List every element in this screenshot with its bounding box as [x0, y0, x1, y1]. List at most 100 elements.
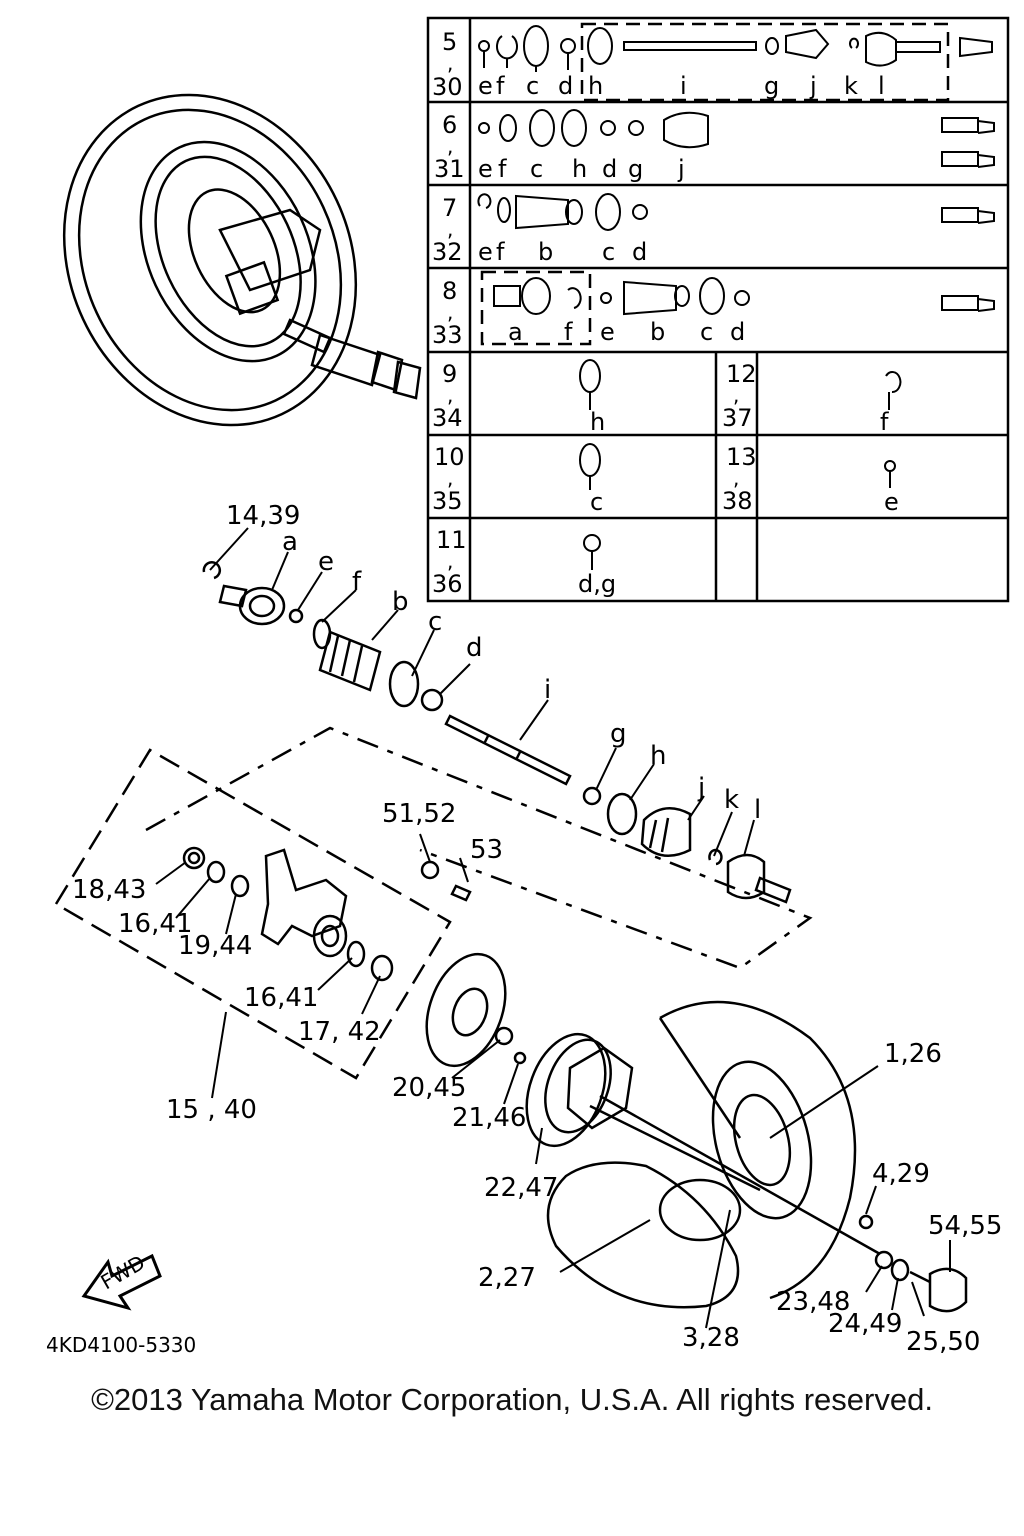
part-letter: h	[588, 72, 603, 100]
row-key-35: 35	[432, 487, 463, 515]
part-letter: f	[880, 408, 889, 436]
callout-19-44: 19,44	[178, 931, 252, 961]
callout-54-55: 54,55	[928, 1211, 1002, 1241]
part-letter: c	[530, 155, 543, 183]
part-letter: g	[764, 72, 779, 100]
part-letter: l	[878, 72, 885, 100]
part-letter: d	[730, 318, 745, 346]
part-letter: k	[844, 72, 858, 100]
row-key-8: 8	[442, 277, 457, 305]
row-key-34: 34	[432, 404, 463, 432]
callout-l: l	[754, 795, 761, 825]
callout-21-46: 21,46	[452, 1103, 526, 1133]
row-key-7: 7	[442, 194, 457, 222]
callout-j: j	[697, 773, 705, 803]
row-key-33: 33	[432, 321, 463, 349]
callout-23-48: 23,48	[776, 1287, 850, 1317]
brake-disc-hub	[425, 952, 881, 1256]
row-key-32: 32	[432, 238, 463, 266]
row-key-12: 12	[726, 360, 757, 388]
diagram-code: 4KD4100-5330	[46, 1333, 196, 1357]
leader-lines	[155, 527, 951, 1329]
part-letter: g	[628, 155, 643, 183]
row-key-comma: ,	[447, 134, 453, 158]
row-key-36: 36	[432, 570, 463, 598]
callout-4-29: 4,29	[872, 1159, 930, 1189]
callout-18-43: 18,43	[72, 875, 146, 905]
callout-i: i	[544, 675, 551, 705]
table-part-letters: e f c d h i g j k l e f c h d g j e f b …	[478, 72, 899, 598]
row-key-5: 5	[442, 28, 457, 56]
callout-k: k	[724, 785, 739, 815]
callout-g: g	[610, 719, 627, 749]
row-key-comma: ,	[447, 466, 453, 490]
row-key-comma: ,	[447, 549, 453, 573]
callout-labels: 14,39 a e f b c d i g h j k l 51,52 53 1…	[46, 501, 1002, 1357]
part-letter: b	[650, 318, 665, 346]
part-letter: h	[572, 155, 587, 183]
callout-15-40: 15 , 40	[166, 1095, 257, 1125]
row-key-comma: ,	[733, 466, 739, 490]
part-letter: e	[884, 488, 899, 516]
part-letter: j	[677, 155, 685, 183]
row-key-9: 9	[442, 360, 457, 388]
row-key-comma: ,	[733, 383, 739, 407]
part-letter: c	[526, 72, 539, 100]
callout-2-27: 2,27	[478, 1263, 536, 1293]
callout-b: b	[392, 587, 409, 617]
part-letter: d,g	[578, 570, 616, 598]
part-letter: c	[700, 318, 713, 346]
part-letter: b	[538, 238, 553, 266]
callout-24-49: 24,49	[828, 1309, 902, 1339]
callout-53: 53	[470, 835, 503, 865]
part-letter: e	[600, 318, 615, 346]
part-letter: c	[602, 238, 615, 266]
callout-1-26: 1,26	[884, 1039, 942, 1069]
row-key-comma: ,	[447, 51, 453, 75]
parts-table	[426, 16, 1010, 603]
part-letter: h	[590, 408, 605, 436]
part-letter: j	[809, 72, 817, 100]
part-letter: f	[496, 238, 505, 266]
shaft-group-dashed-outline	[145, 726, 813, 970]
callout-f: f	[352, 567, 362, 597]
callout-22-47: 22,47	[484, 1173, 558, 1203]
part-letter: e	[478, 155, 493, 183]
row-key-13: 13	[726, 443, 757, 471]
part-letter: f	[498, 155, 507, 183]
callout-17-42: 17, 42	[298, 1017, 381, 1047]
row-key-38: 38	[722, 487, 753, 515]
callout-20-45: 20,45	[392, 1073, 466, 1103]
copyright-notice: ©2013 Yamaha Motor Corporation, U.S.A. A…	[91, 1382, 933, 1417]
row-key-comma: ,	[447, 383, 453, 407]
knuckle-group-dashed-outline	[54, 748, 452, 1080]
callout-h: h	[650, 741, 666, 771]
fwd-arrow-icon	[81, 1253, 162, 1311]
row-key-comma: ,	[447, 217, 453, 241]
callout-e: e	[318, 547, 334, 577]
callout-c: c	[428, 607, 442, 637]
part-letter: c	[590, 488, 603, 516]
part-letter: d	[602, 155, 617, 183]
row-key-6: 6	[442, 111, 457, 139]
row-key-37: 37	[722, 404, 753, 432]
callout-25-50: 25,50	[906, 1327, 980, 1357]
row-key-11: 11	[436, 526, 467, 554]
row-key-30: 30	[432, 73, 463, 101]
part-letter: f	[496, 72, 505, 100]
part-letter: a	[508, 318, 523, 346]
drive-shaft-exploded	[202, 561, 792, 904]
knuckle-parts	[182, 846, 472, 982]
table-row-keys: 5 , 30 6 , 31 7 , 32 8 , 33 9 , 34 10 , …	[432, 28, 757, 598]
callout-3-28: 3,28	[682, 1323, 740, 1353]
part-letter: e	[478, 72, 493, 100]
split-rim-wheel	[546, 1000, 968, 1313]
assembled-wheel-illustration	[62, 93, 422, 427]
callout-a: a	[282, 527, 298, 557]
callout-16-41: 16,41	[244, 983, 318, 1013]
callout-51-52: 51,52	[382, 799, 456, 829]
part-letter: d	[558, 72, 573, 100]
callout-14-39: 14,39	[226, 501, 300, 531]
part-letter: i	[680, 72, 687, 100]
